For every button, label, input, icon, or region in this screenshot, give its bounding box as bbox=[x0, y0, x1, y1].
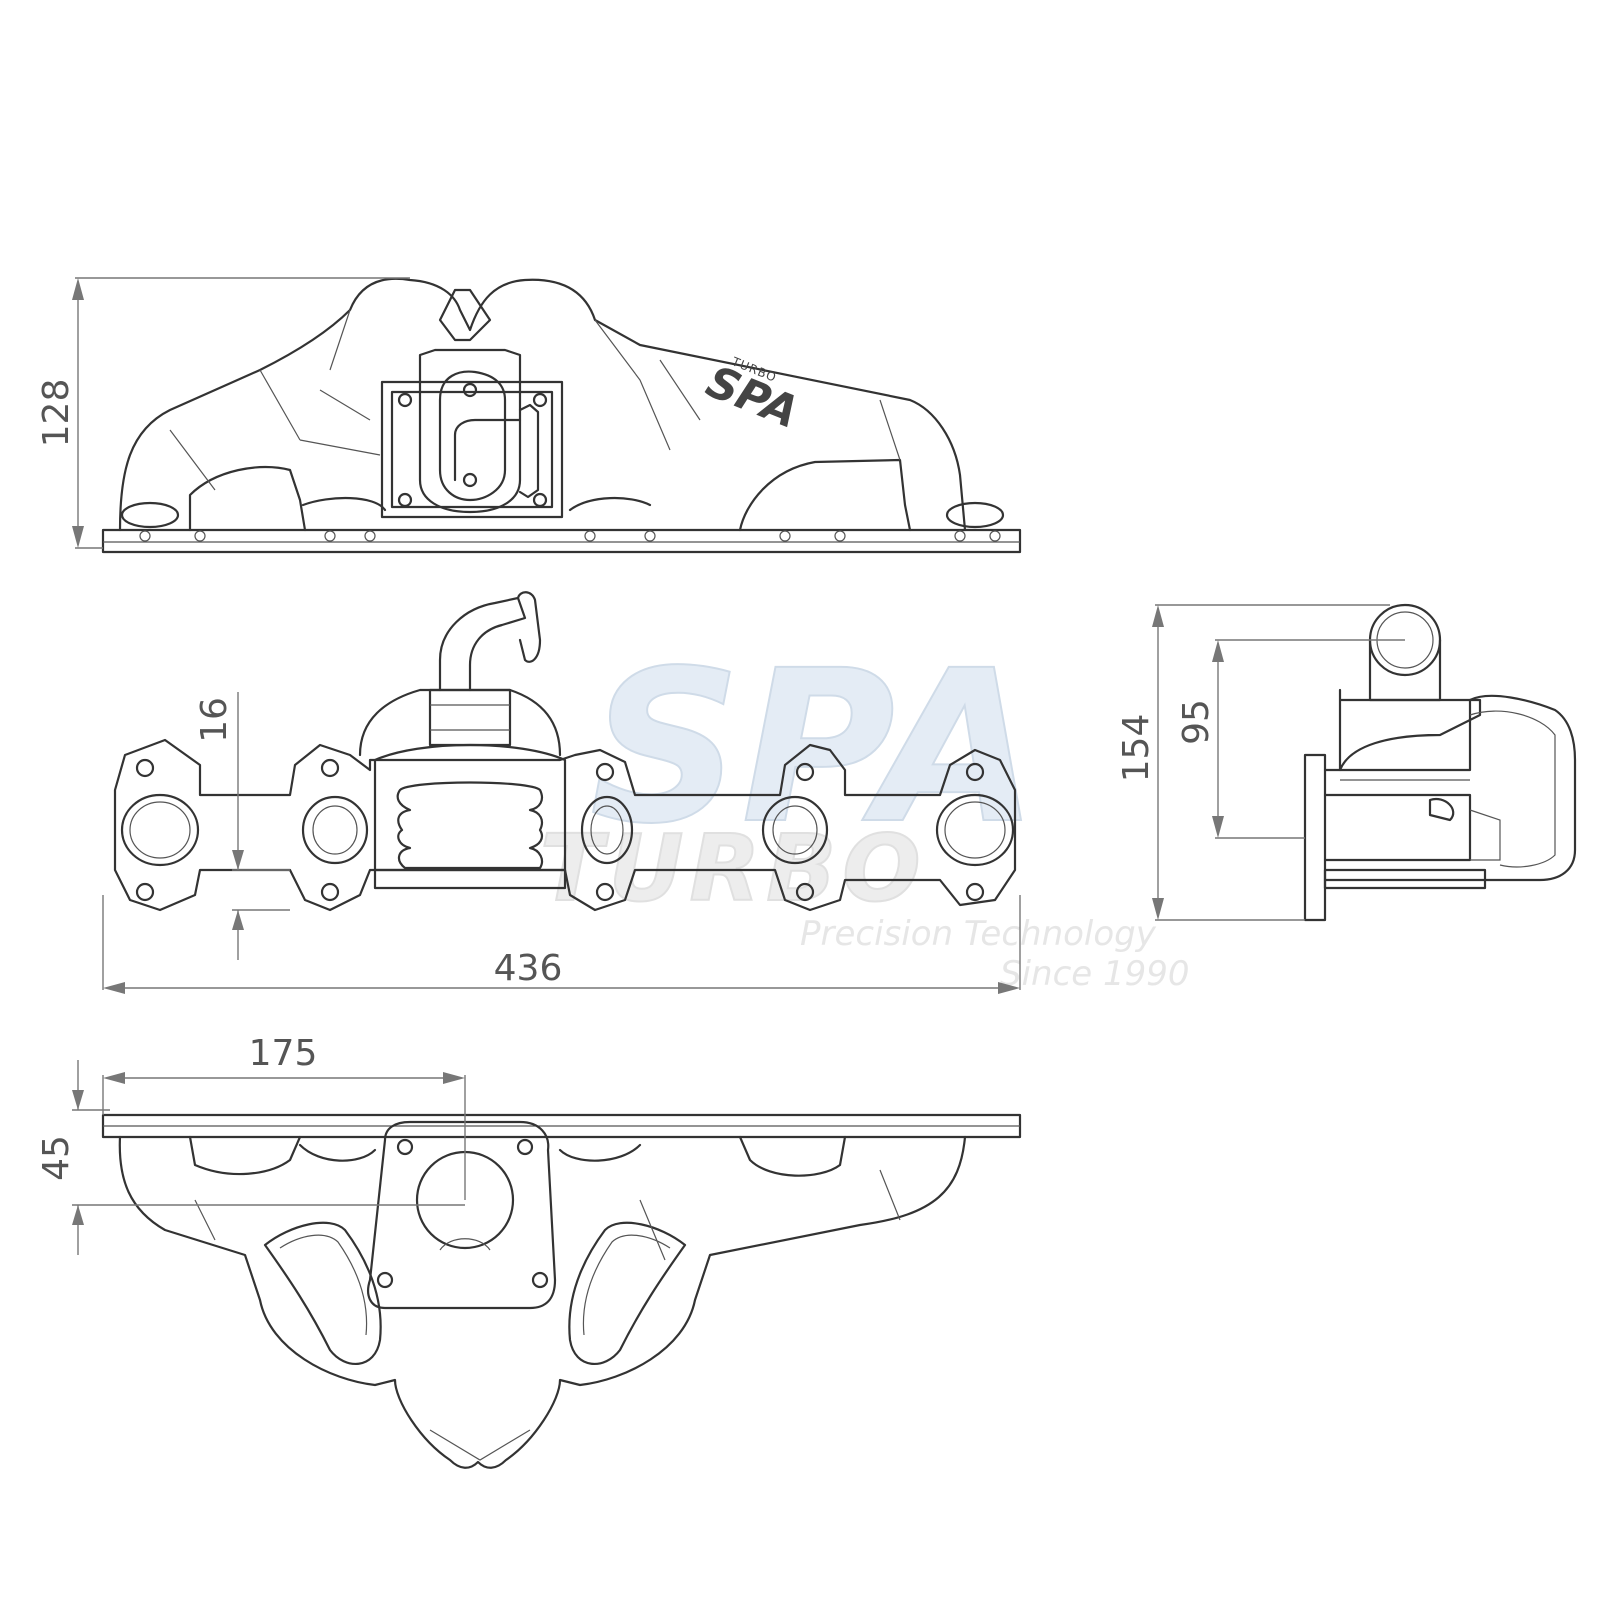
watermark-since: Since 1990 bbox=[1000, 954, 1190, 994]
dimension-bottom-depth: 45 bbox=[36, 1060, 465, 1255]
top-view: SPA TURBO bbox=[101, 277, 1022, 554]
dimension-side-outlet-height: 95 bbox=[1176, 639, 1405, 839]
watermark-turbo: TURBO bbox=[540, 815, 927, 922]
bottom-view-runners bbox=[118, 1135, 967, 1469]
dimension-top-height: 128 bbox=[36, 277, 410, 549]
dimension-overall-length-label: 436 bbox=[494, 948, 563, 989]
front-view-ports bbox=[120, 793, 1015, 867]
watermark-brand: SPA bbox=[590, 625, 1038, 870]
front-view bbox=[113, 591, 1017, 912]
front-view-bellows bbox=[396, 781, 544, 870]
top-view-flange bbox=[101, 528, 1022, 554]
dimension-top-height-label: 128 bbox=[36, 379, 77, 448]
watermark: SPA TURBO Precision Technology Since 199… bbox=[539, 624, 1190, 994]
side-view-flange bbox=[1303, 753, 1327, 922]
top-view-turbo-flange bbox=[380, 380, 564, 519]
front-view-flange bbox=[113, 738, 1017, 912]
bottom-view-turbo-flange bbox=[367, 1120, 557, 1310]
dimension-bottom-offset-label: 175 bbox=[249, 1033, 318, 1074]
dimension-bottom-offset: 175 bbox=[102, 1033, 466, 1200]
watermark-tagline: Precision Technology bbox=[800, 914, 1157, 954]
front-view-outlet bbox=[358, 688, 562, 757]
dimension-side-height: 154 bbox=[1116, 604, 1390, 921]
dimension-overall-length: 436 bbox=[102, 895, 1021, 994]
top-view-runners bbox=[118, 277, 967, 532]
dimension-bottom-depth-label: 45 bbox=[36, 1135, 77, 1181]
front-view-elbow bbox=[438, 596, 527, 692]
dimension-side-height-label: 154 bbox=[1116, 714, 1157, 783]
dimension-flange-offset-label: 16 bbox=[194, 697, 235, 743]
dimension-flange-offset: 16 bbox=[194, 692, 290, 960]
part-logo: SPA TURBO bbox=[699, 354, 805, 439]
bottom-view bbox=[101, 1113, 1022, 1469]
dimension-side-outlet-height-label: 95 bbox=[1176, 699, 1217, 745]
side-view bbox=[1303, 603, 1577, 922]
